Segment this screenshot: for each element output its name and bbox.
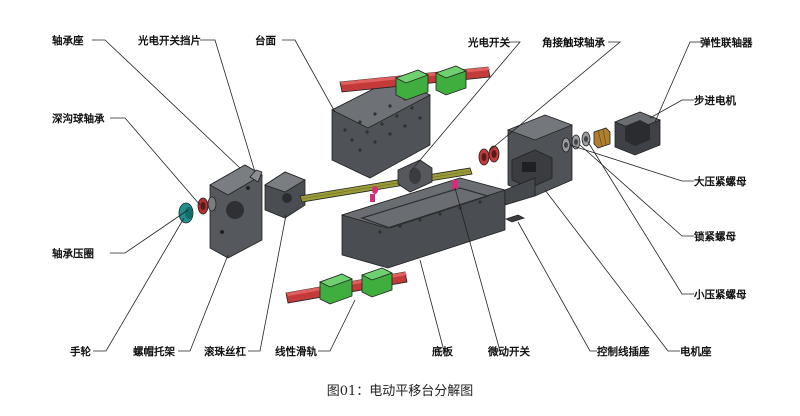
large-lock-nut-part: [561, 137, 571, 153]
upper-slider-1-part: [394, 69, 430, 101]
photo-switch-blocker-part: [249, 169, 263, 183]
flexible-coupling-part: [593, 127, 611, 149]
screw-nut-part: [397, 159, 433, 193]
angular-contact-bearing-part: [478, 145, 500, 166]
label-stepper-motor: 步进电机: [694, 94, 736, 107]
label-photo-switch-blocker: 光电开关挡片: [137, 34, 201, 47]
stepper-motor-part: [613, 111, 662, 156]
lower-slider-1-part: [318, 273, 354, 305]
micro-switch-part: [370, 180, 458, 202]
locking-nut-part: [571, 134, 581, 150]
label-cable-clip: 控制线插座: [597, 345, 650, 358]
leader-lines: [92, 39, 700, 352]
label-motor-seat: 电机座: [680, 345, 712, 358]
label-locking-nut: 锁紧螺母: [694, 230, 736, 243]
label-photo-switch: 光电开关: [467, 36, 510, 49]
cable-clip-part: [504, 214, 526, 223]
bearing-seat-part: [209, 164, 263, 259]
figure-caption: 图01：电动平移台分解图: [327, 384, 474, 399]
label-base-plate: 底板: [432, 345, 453, 358]
label-deep-groove-bearing: 深沟球轴承: [52, 112, 105, 125]
label-linear-rail: 线性滑轨: [275, 345, 317, 358]
label-bearing-gland: 轴承压圈: [52, 247, 94, 260]
label-ball-screw: 滚珠丝杠: [204, 345, 246, 358]
handwheel-part: [178, 202, 194, 224]
photo-switch-part: [372, 186, 378, 194]
lower-slider-2-part: [360, 267, 394, 298]
label-flexible-coupling: 弹性联轴器: [700, 36, 753, 49]
label-angular-contact-bearing: 角接触球轴承: [542, 36, 605, 49]
motor-seat-part: [504, 114, 574, 206]
label-small-lock-nut: 小压紧螺母: [693, 288, 747, 301]
label-table-top: 台面: [255, 34, 276, 47]
label-handwheel: 手轮: [70, 345, 91, 358]
label-bearing-seat: 轴承座: [52, 34, 84, 47]
label-large-lock-nut: 大压紧螺母: [694, 175, 747, 188]
nut-bracket-part: [264, 171, 306, 219]
part-labels: 轴承座 光电开关挡片 台面 光电开关 角接触球轴承 弹性联轴器 步进电机 深沟球…: [52, 34, 753, 358]
deep-groove-bearing-part: [197, 196, 217, 215]
label-nut-bracket: 螺帽托架: [133, 345, 175, 358]
upper-slider-2-part: [434, 65, 468, 96]
base-plate-part: [340, 177, 507, 269]
label-micro-switch: 微动开关: [487, 345, 530, 358]
